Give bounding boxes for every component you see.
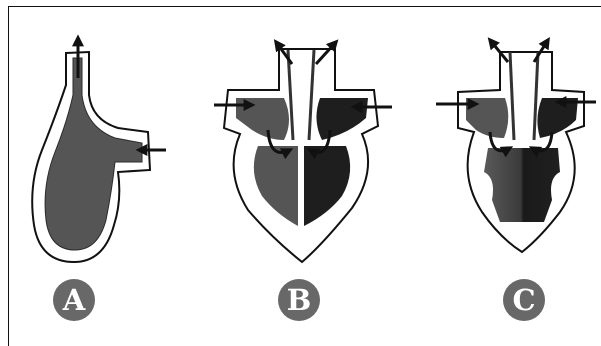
label-b-text: B bbox=[287, 286, 312, 315]
heart-c-left-atrium bbox=[537, 98, 578, 138]
heart-c bbox=[436, 40, 596, 252]
heart-a bbox=[32, 38, 166, 262]
heart-a-chamber bbox=[45, 58, 142, 250]
label-a-badge: A bbox=[53, 279, 95, 321]
label-a-text: A bbox=[63, 286, 86, 315]
heart-b bbox=[214, 42, 392, 262]
label-c-text: C bbox=[512, 286, 535, 315]
label-b-badge: B bbox=[278, 279, 320, 321]
label-c-badge: C bbox=[503, 279, 545, 321]
